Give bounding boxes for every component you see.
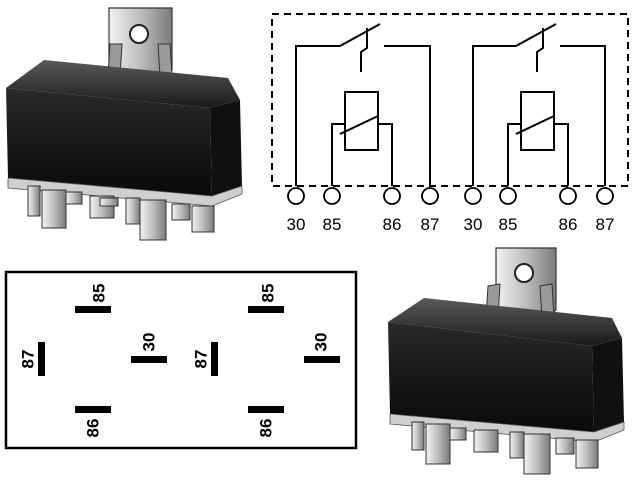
terminal-label-30: 30: [287, 215, 306, 234]
pin-85-right: [248, 306, 284, 313]
pin-label-86-right: 86: [257, 419, 276, 438]
wiring-schematic: [271, 13, 629, 205]
terminal-pins: [27, 185, 215, 241]
relay-housing-outline: [271, 13, 629, 187]
pin-layout-frame: [4, 270, 358, 450]
relay-photo-bottom-right: [388, 247, 625, 475]
schematic-terminal-labels: 30 85 86 87 30 85 86 87: [287, 215, 615, 234]
pin-87-right: [211, 342, 218, 376]
terminal-label-86: 86: [559, 215, 578, 234]
pin-30-left: [131, 356, 167, 363]
pin-label-87-right: 87: [192, 350, 211, 369]
bracket-hole: [129, 24, 149, 44]
relay-a-circuit: [295, 23, 431, 186]
bracket-hole: [514, 263, 534, 283]
relay-b-circuit: [472, 23, 606, 186]
terminal-label-85: 85: [323, 215, 342, 234]
terminal-label-85: 85: [499, 215, 518, 234]
terminal-pins: [411, 421, 599, 475]
pin-label-85-left: 85: [90, 284, 109, 303]
pin-label-85-right: 85: [259, 284, 278, 303]
terminal-label-30: 30: [464, 215, 483, 234]
relay-photo-top-left: [6, 7, 243, 241]
pin-label-87-left: 87: [19, 350, 38, 369]
pin-label-30-right: 30: [312, 333, 331, 352]
pin-86-left: [75, 406, 111, 413]
pin-85-left: [75, 306, 111, 313]
relay-a-coil: [344, 91, 379, 151]
pin-label-30-left: 30: [140, 333, 159, 352]
terminal-label-87: 87: [596, 215, 615, 234]
terminal-label-86: 86: [383, 215, 402, 234]
pin-layout-diagram: 85 87 30 86 85 87 30 86: [4, 270, 358, 450]
pin-86-right: [248, 406, 284, 413]
pin-label-86-left: 86: [84, 419, 103, 438]
terminal-label-87: 87: [421, 215, 440, 234]
pin-30-right: [304, 356, 340, 363]
terminal-nodes: [287, 187, 614, 205]
pin-87-left: [38, 342, 45, 376]
relay-b-coil: [520, 91, 555, 151]
